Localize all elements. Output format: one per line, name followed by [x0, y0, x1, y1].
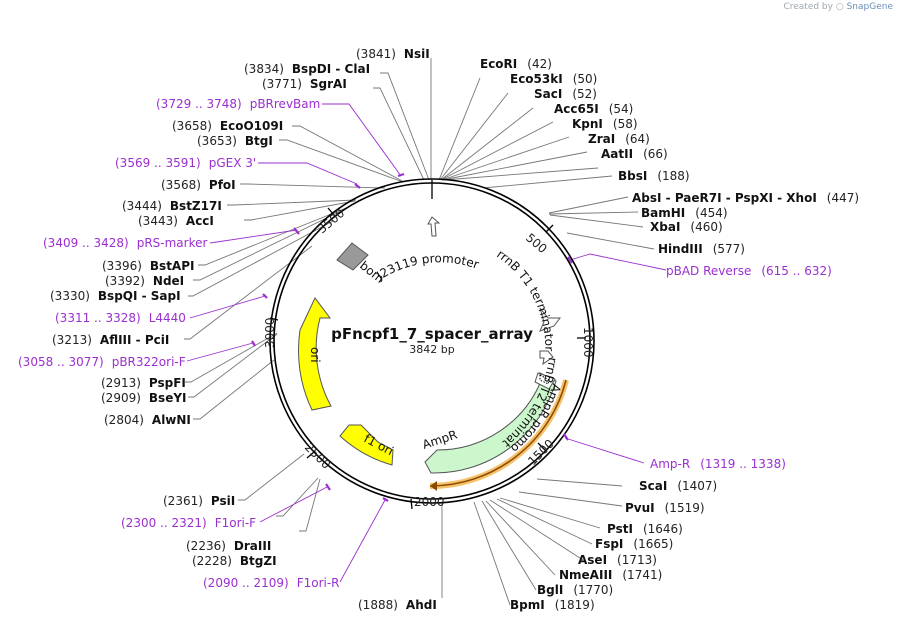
- enzyme-label-fspi: FspI(1665): [595, 537, 673, 551]
- credit-brand: SnapGene: [846, 2, 893, 12]
- enzyme-label-btgzi: (2228)BtgZI: [192, 554, 277, 568]
- enzyme-label-eco53ki: Eco53kI(50): [510, 72, 597, 86]
- primer-label-pbad-reverse: pBAD Reverse(615 .. 632): [666, 264, 832, 278]
- backbone-outer: [269, 178, 595, 504]
- enzyme-label-pfoi: (3568)PfoI: [161, 178, 236, 192]
- enzyme-label-saci: SacI(52): [534, 87, 597, 101]
- f1-ori-feature: [339, 424, 394, 466]
- primer-label-l4440: (3311 .. 3328)L4440: [55, 311, 186, 325]
- primer-marks: [251, 172, 573, 502]
- enzyme-label-xbai: XbaI(460): [650, 220, 723, 234]
- enzyme-label-asei: AseI(1713): [578, 553, 657, 567]
- enzyme-label-bstz17i: (3444)BstZ17I: [122, 199, 222, 213]
- tick-label-2500: 2500: [302, 440, 333, 471]
- enzyme-label-aatii: AatII(66): [601, 147, 668, 161]
- enzyme-label-bseyi: (2909)BseYI: [101, 391, 187, 405]
- enzyme-label-sgrai: (3771)SgrAI: [262, 77, 347, 91]
- ampr-promoter-feature: [534, 372, 556, 390]
- enzyme-label-bpmi: BpmI(1819): [510, 598, 595, 612]
- primer-label-amp-r: Amp-R(1319 .. 1338): [650, 457, 786, 471]
- enzyme-label-ecori: EcoRI(42): [480, 57, 552, 71]
- enzyme-label-ecoo109i: (3658)EcoO109I: [172, 119, 283, 133]
- primer-label-f1ori-r: (2090 .. 2109)F1ori-R: [203, 576, 340, 590]
- primer-leader-lines: [186, 103, 667, 583]
- enzyme-label-nsii: (3841)NsiI: [356, 47, 430, 61]
- enzyme-label-absi-xhoi: AbsI - PaeR7I - PspXI - XhoI(447): [632, 191, 859, 205]
- enzyme-label-acc65i: Acc65I(54): [554, 102, 633, 116]
- enzyme-label-acci: (3443)AccI: [138, 214, 214, 228]
- primer-label-prs-marker: (3409 .. 3428)pRS-marker: [43, 236, 207, 250]
- enzyme-leader-lines: [184, 58, 655, 606]
- ampr-promoter-mark: [539, 374, 550, 385]
- scale-ticks: [269, 180, 586, 510]
- tick-label-3000: 3000: [263, 317, 277, 348]
- enzyme-label-bstapi: (3396)BstAPI: [102, 259, 194, 273]
- snapgene-credit: Created by ○ SnapGene: [783, 2, 893, 12]
- primer-label-pbr322ori-f: (3058 .. 3077)pBR322ori-F: [18, 355, 186, 369]
- enzyme-label-draiii: (2236)DraIII: [186, 539, 271, 553]
- orf-arrow-head: [430, 481, 437, 491]
- enzyme-label-bspdi-clai: (3834)BspDI - ClaI: [244, 62, 370, 76]
- primer-label-pgex3: (3569 .. 3591)pGEX 3': [115, 156, 256, 170]
- enzyme-label-alwni: (2804)AlwNI: [104, 413, 191, 427]
- enzyme-label-pvui: PvuI(1519): [625, 501, 705, 515]
- enzyme-label-psti: PstI(1646): [607, 522, 683, 536]
- enzyme-label-ahdi: (1888)AhdI: [358, 598, 437, 612]
- enzyme-label-psii: (2361)PsiI: [163, 494, 235, 508]
- enzyme-label-zrai: ZraI(64): [588, 132, 650, 146]
- ori-feature: [297, 297, 332, 411]
- feature-label-ampr: AmpR: [421, 427, 459, 451]
- enzyme-label-scai: ScaI(1407): [639, 479, 717, 493]
- orf-arc: [429, 379, 567, 487]
- bom-feature: [336, 242, 369, 271]
- feature-label-ori: ori: [308, 347, 322, 363]
- enzyme-label-kpni: KpnI(58): [572, 117, 638, 131]
- plasmid-name: pFncpf1_7_spacer_array: [331, 325, 533, 343]
- plasmid-size: 3842 bp: [409, 343, 454, 356]
- enzyme-label-nmeaiii: NmeAIII(1741): [559, 568, 662, 582]
- j23119-promoter-feature: [427, 216, 441, 237]
- snapgene-logo-icon: ○: [835, 2, 844, 12]
- tick-label-1000: 1000: [581, 327, 595, 358]
- enzyme-label-bamhi: BamHI(454): [641, 206, 728, 220]
- rrnb-t1-terminator-feature: [539, 307, 561, 332]
- primer-label-f1ori-f: (2300 .. 2321)F1ori-F: [121, 516, 256, 530]
- enzyme-label-bspqi-sapi: (3330)BspQI - SapI: [50, 289, 181, 303]
- enzyme-label-btgi: (3653)BtgI: [197, 134, 273, 148]
- tick-label-2000: 2000: [414, 495, 445, 509]
- enzyme-label-pspfi: (2913)PspFI: [101, 376, 186, 390]
- enzyme-label-hindiii: HindIII(577): [658, 242, 745, 256]
- credit-prefix: Created by: [783, 2, 833, 12]
- enzyme-label-afliii-pcii: (3213)AflIII - PciI: [52, 333, 169, 347]
- primer-label-pbrrevbam: (3729 .. 3748)pBRrevBam: [156, 97, 320, 111]
- rrnb-t2-terminator-feature: [539, 350, 554, 366]
- enzyme-label-bgli: BglI(1770): [537, 583, 613, 597]
- enzyme-label-bbsi: BbsI(188): [618, 169, 690, 183]
- enzyme-label-ndei: (3392)NdeI: [105, 274, 184, 288]
- tick-label-500: 500: [523, 231, 550, 256]
- feature-label-j23119: J23119 promoter: [373, 251, 480, 283]
